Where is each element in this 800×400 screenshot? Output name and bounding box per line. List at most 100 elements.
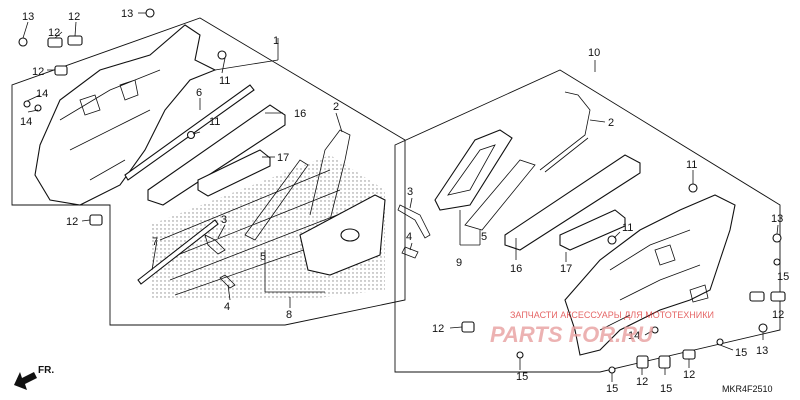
left-nut-12a [47, 37, 63, 48]
watermark-tagline: ЗАПЧАСТИ АКСЕССУАРЫ ДЛЯ МОТОТЕХНИКИ [510, 310, 714, 320]
callout-16-left: 16 [294, 108, 306, 120]
callout-15-d: 15 [606, 383, 618, 395]
callout-12-d: 12 [66, 216, 78, 228]
left-clip-3 [204, 234, 226, 255]
callout-11-b: 11 [209, 116, 220, 128]
callout-2-right: 2 [608, 117, 614, 129]
left-group-outline [11, 17, 406, 326]
right-screw-15c [716, 338, 724, 346]
right-nut-12b [770, 291, 786, 302]
left-clip-4 [219, 274, 236, 289]
right-nut-12e [658, 355, 671, 369]
callout-3-left: 3 [221, 214, 227, 226]
right-nut-12f [682, 349, 696, 360]
right-nut-12c [461, 321, 475, 333]
callout-12-b: 12 [48, 27, 60, 39]
callout-8: 8 [286, 309, 292, 321]
watermark-logo: PARTS FOR.RU [490, 322, 654, 347]
callout-16-right: 16 [510, 263, 522, 275]
callout-14-b: 14 [20, 116, 32, 128]
callout-5-right: 5 [481, 231, 487, 243]
right-screw-14 [651, 326, 659, 334]
callout-4-right: 4 [406, 231, 412, 243]
callout-13-c: 13 [771, 213, 783, 225]
callout-17-right: 17 [560, 263, 572, 275]
left-callouts: 13 12 13 11 1 12 12 14 14 11 6 16 2 17 3… [20, 8, 339, 321]
callout-13-d: 13 [756, 345, 768, 357]
front-arrow-icon [14, 372, 37, 390]
callout-1: 1 [273, 35, 279, 47]
left-cover-plate-hole [340, 228, 360, 242]
left-screw-14a [23, 100, 31, 108]
callout-3-right: 3 [407, 186, 413, 198]
right-seal-2 [539, 91, 591, 173]
left-leaders [22, 12, 343, 308]
callout-14-a: 14 [36, 88, 48, 100]
front-direction-indicator: FR. [14, 365, 54, 390]
right-fasteners [461, 183, 786, 374]
left-nut-12c [54, 65, 68, 76]
right-frame-9 [434, 129, 513, 211]
callout-2-left: 2 [333, 101, 339, 113]
right-screw-15b [608, 366, 616, 374]
callout-5-left: 5 [260, 251, 266, 263]
callout-12-h: 12 [683, 369, 695, 381]
callout-15-b: 15 [735, 347, 747, 359]
callout-7: 7 [152, 236, 158, 248]
right-clip-4 [401, 246, 419, 259]
right-nut-12a [749, 291, 765, 302]
right-bolt-13b [758, 323, 768, 333]
right-nut-12d [636, 355, 649, 369]
right-side-cover-detail [599, 229, 709, 331]
left-screw-14b [34, 104, 42, 112]
callout-14-c: 14 [628, 330, 640, 342]
left-assembly: 13 12 13 11 1 12 12 14 14 11 6 16 2 17 3… [11, 8, 406, 326]
front-label: FR. [38, 365, 54, 376]
right-screw-15a [516, 351, 524, 359]
callout-13-b: 13 [121, 8, 133, 20]
callout-12-f: 12 [772, 309, 784, 321]
callout-15-e: 15 [660, 383, 672, 395]
right-screw-11a [688, 183, 698, 193]
right-pad-16 [504, 154, 641, 251]
right-seal-5 [464, 159, 536, 231]
callout-13-a: 13 [22, 11, 34, 23]
right-group-outline [394, 69, 781, 373]
left-pad-16 [147, 104, 286, 206]
left-side-cover [34, 24, 217, 206]
left-bolt-13b [145, 8, 155, 18]
callout-12-a: 12 [68, 11, 80, 23]
left-seal-5 [244, 159, 309, 241]
callout-15-c: 15 [516, 371, 528, 383]
right-side-cover [564, 194, 736, 356]
left-screw-11b [186, 130, 196, 140]
callout-12-c: 12 [32, 66, 44, 78]
callout-10: 10 [588, 47, 600, 59]
right-leaders [409, 60, 779, 382]
left-side-cover-detail [59, 69, 161, 181]
callout-11-a: 11 [219, 75, 230, 87]
callout-11-d: 11 [622, 222, 633, 234]
callout-17-left: 17 [277, 152, 289, 164]
left-nut-12d [89, 214, 103, 226]
right-assembly: 10 2 3 4 5 9 11 16 11 17 13 15 12 14 15 … [394, 47, 789, 395]
callout-11-c: 11 [686, 159, 697, 171]
callout-12-e: 12 [432, 323, 444, 335]
left-nut-12b [67, 35, 83, 46]
watermark: ЗАПЧАСТИ АКСЕССУАРЫ ДЛЯ МОТОТЕХНИКИ PART… [490, 310, 714, 347]
right-clip-3 [397, 204, 431, 239]
callout-15-a: 15 [777, 271, 789, 283]
right-frame-9-inner [447, 144, 496, 196]
right-callouts: 10 2 3 4 5 9 11 16 11 17 13 15 12 14 15 … [406, 47, 789, 395]
right-bolt-13a [772, 233, 782, 243]
diagram-code: MKR4F2510 [722, 384, 773, 394]
callout-9: 9 [456, 257, 462, 269]
callout-12-g: 12 [636, 376, 648, 388]
left-seal-2 [309, 129, 351, 221]
callout-6: 6 [196, 87, 202, 99]
left-screw-11a [217, 50, 227, 60]
left-strip-7 [137, 219, 219, 285]
left-bolt-13a [18, 37, 28, 47]
right-screw-15d [773, 258, 781, 266]
